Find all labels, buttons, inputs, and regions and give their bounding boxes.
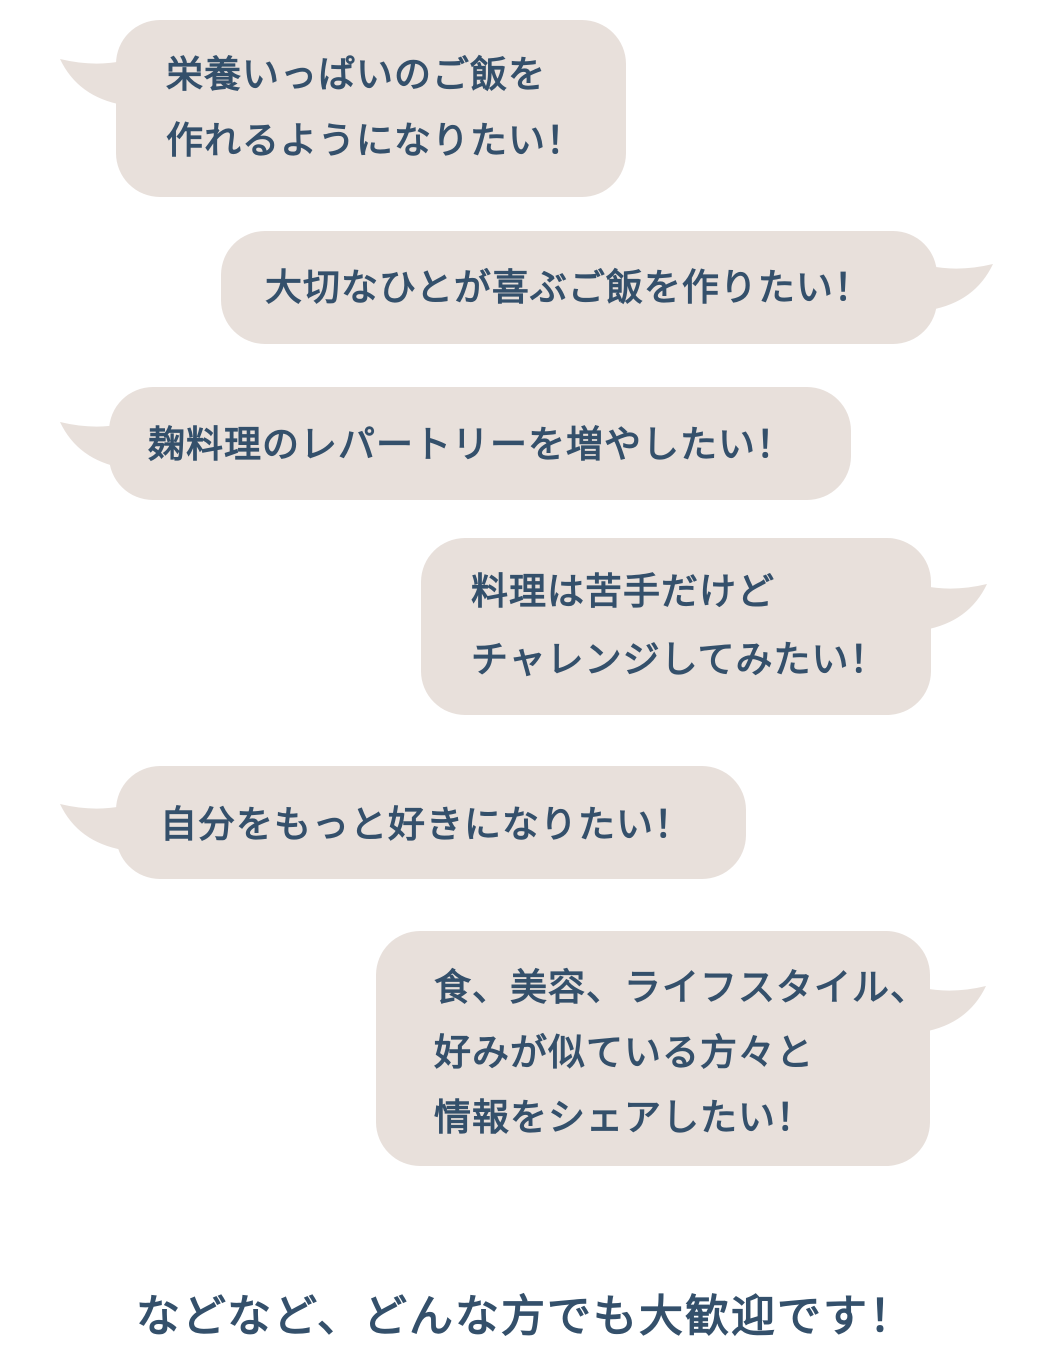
speech-tail-left bbox=[60, 804, 123, 850]
bubble-text: チャレンジしてみたい！ bbox=[471, 637, 888, 681]
bubble-text: 情報をシェアしたい！ bbox=[434, 1095, 814, 1139]
speech-bubble-5: 自分をもっと好きになりたい！ bbox=[116, 766, 746, 879]
bubble-text: 大切なひとが喜ぶご飯を作りたい！ bbox=[265, 265, 872, 309]
closing-message: などなど、どんな方でも大歓迎です！ bbox=[136, 1291, 915, 1342]
bubble-text: 好みが似ている方々と bbox=[434, 1030, 814, 1074]
speech-tail-right bbox=[930, 264, 993, 310]
speech-tail-left bbox=[60, 422, 123, 468]
speech-bubble-3: 麹料理のレパートリーを増やしたい！ bbox=[109, 387, 851, 500]
speech-bubble-6: 食、美容、ライフスタイル、 好みが似ている方々と 情報をシェアしたい！ bbox=[376, 931, 930, 1166]
bubble-text: 自分をもっと好きになりたい！ bbox=[160, 802, 692, 846]
speech-bubble-4: 料理は苦手だけど チャレンジしてみたい！ bbox=[421, 538, 931, 715]
speech-bubble-2: 大切なひとが喜ぶご飯を作りたい！ bbox=[221, 231, 937, 344]
speech-bubble-1: 栄養いっぱいのご飯を 作れるようになりたい！ bbox=[116, 20, 626, 197]
bubble-text: 栄養いっぱいのご飯を bbox=[166, 52, 546, 96]
speech-tail-right bbox=[924, 584, 987, 630]
bubble-text: 料理は苦手だけど bbox=[471, 569, 775, 613]
bubble-text: 作れるようになりたい！ bbox=[166, 118, 584, 162]
bubble-text: 麹料理のレパートリーを増やしたい！ bbox=[148, 422, 794, 466]
speech-tail-right bbox=[923, 986, 986, 1032]
speech-tail-left bbox=[60, 59, 123, 105]
bubble-text: 食、美容、ライフスタイル、 bbox=[434, 965, 928, 1009]
